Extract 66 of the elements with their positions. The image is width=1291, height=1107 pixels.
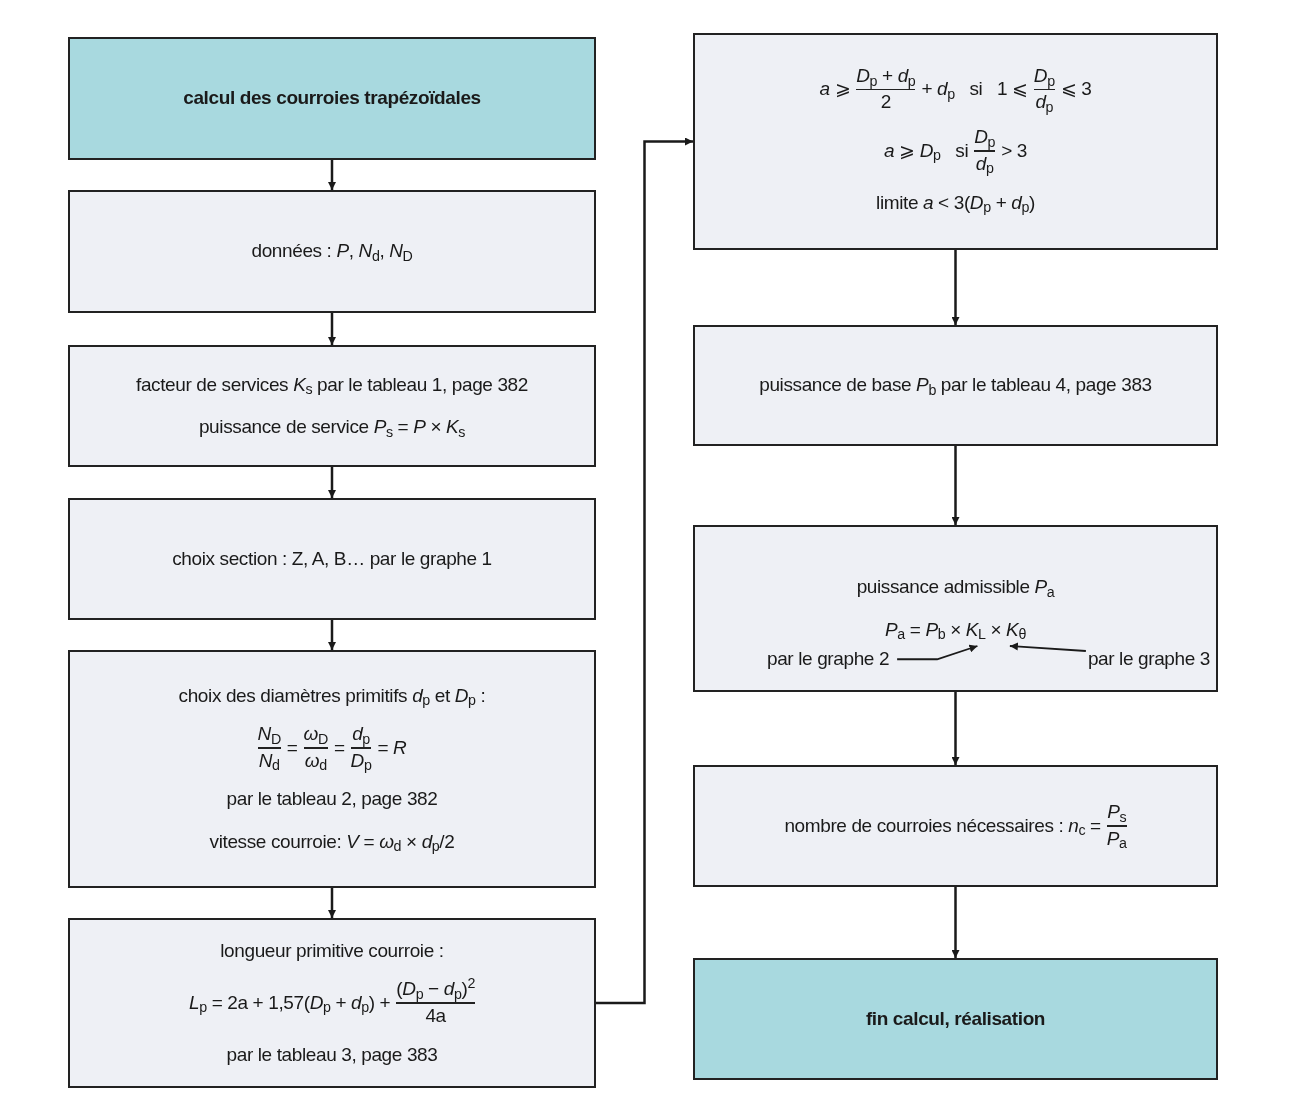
step-text: par le tableau 2, page 382 [226, 787, 438, 812]
fraction-numerator: N$_{D}$ [257, 724, 281, 745]
fraction-denominator: d$_{p}$ [1035, 92, 1054, 114]
step-text: a ⩾ [819, 77, 851, 102]
step-text: = R [377, 735, 407, 760]
step-text: choix section : Z, A, B… par le graphe 1 [172, 546, 492, 571]
arrow [951, 250, 960, 325]
highlight-step-box [693, 958, 1218, 1080]
fraction-numerator: (D$_{p}$ − d$_{p}$)$^{2}$ [396, 979, 475, 1001]
process-box [68, 650, 596, 888]
fraction-denominator: 2 [880, 92, 891, 114]
process-box [68, 345, 596, 467]
step-text: facteur de services K$_{s}$ par le tableau 1, page 382 [136, 372, 528, 399]
process-box [68, 498, 596, 620]
arrow [328, 888, 336, 918]
fraction-denominator: 4a [425, 1005, 446, 1027]
note-text: par le graphe 3 [1087, 647, 1210, 671]
process-box [693, 33, 1218, 250]
step-text: par le tableau 3, page 383 [226, 1042, 438, 1067]
step-text: nombre de courroies nécessaires : n$_{c}$ = [784, 813, 1101, 841]
fraction-numerator: P$_{s}$ [1107, 802, 1127, 824]
step-text: fin calcul, réalisation [865, 1006, 1046, 1031]
fraction-denominator: P$_{a}$ [1106, 828, 1127, 850]
fraction-numerator: ω$_{D}$ [303, 724, 328, 745]
process-box [693, 525, 1218, 692]
step-text: + d$_{p}$ si 1 ⩽ [921, 77, 1028, 104]
step-text: puissance admissible P$_{a}$ [856, 575, 1055, 602]
fraction-numerator: D$_{p}$ + d$_{p}$ [856, 65, 916, 87]
fraction-numerator: D$_{p}$ [974, 127, 996, 149]
arrow [951, 887, 960, 958]
arrow [951, 446, 960, 525]
step-text: puissance de base P$_{b}$ par le tableau 4, page 383 [759, 373, 1152, 400]
step-text: calcul des courroies trapézoïdales [183, 86, 481, 111]
step-text: puissance de service P$_{s}$ = P × K$_{s}$ [198, 415, 466, 442]
step-text: L$_{p}$ = 2a + 1,57(D$_{p}$ + d$_{p}$) + [189, 990, 391, 1018]
step-text: choix des diamètres primitifs d$_{p}$ et D$_{p}$ : [178, 683, 486, 711]
step-text: données : P, N$_{d}$, N$_{D}$ [251, 239, 413, 266]
process-box [68, 918, 596, 1088]
step-text: > 3 [1001, 138, 1027, 163]
fraction-denominator: ω$_{d}$ [304, 750, 327, 772]
arrow [328, 313, 336, 345]
fraction-denominator: d$_{p}$ [975, 153, 994, 175]
highlight-step-box [68, 37, 596, 160]
process-box [693, 765, 1218, 887]
step-text: vitesse courroie: V = ω$_{d}$ × d$_{p}$/2 [209, 829, 455, 857]
arrow [596, 137, 693, 1005]
fraction-denominator: D$_{p}$ [350, 750, 372, 772]
arrow [328, 620, 336, 650]
process-box [693, 325, 1218, 446]
step-text: = [333, 735, 345, 760]
leader-line [1008, 642, 1087, 652]
arrow [328, 467, 336, 498]
step-text: = [286, 735, 298, 760]
fraction-numerator: D$_{p}$ [1033, 65, 1055, 87]
step-text: a ⩾ D$_{p}$ si [884, 138, 969, 166]
note-text: par le graphe 2 [767, 647, 890, 671]
leader-line [896, 644, 979, 661]
fraction-denominator: N$_{d}$ [258, 750, 280, 772]
step-text: P$_{a}$ = P$_{b}$ × K$_{L}$ × K$_{θ}$ [885, 617, 1026, 644]
step-text: limite a < 3(D$_{p}$ + d$_{p}$) [876, 190, 1035, 218]
fraction-numerator: d$_{p}$ [352, 724, 370, 745]
arrow [328, 160, 336, 190]
process-box [68, 190, 596, 313]
step-text: ⩽ 3 [1060, 77, 1092, 102]
arrow [951, 692, 960, 765]
step-text: longueur primitive courroie : [220, 938, 444, 963]
